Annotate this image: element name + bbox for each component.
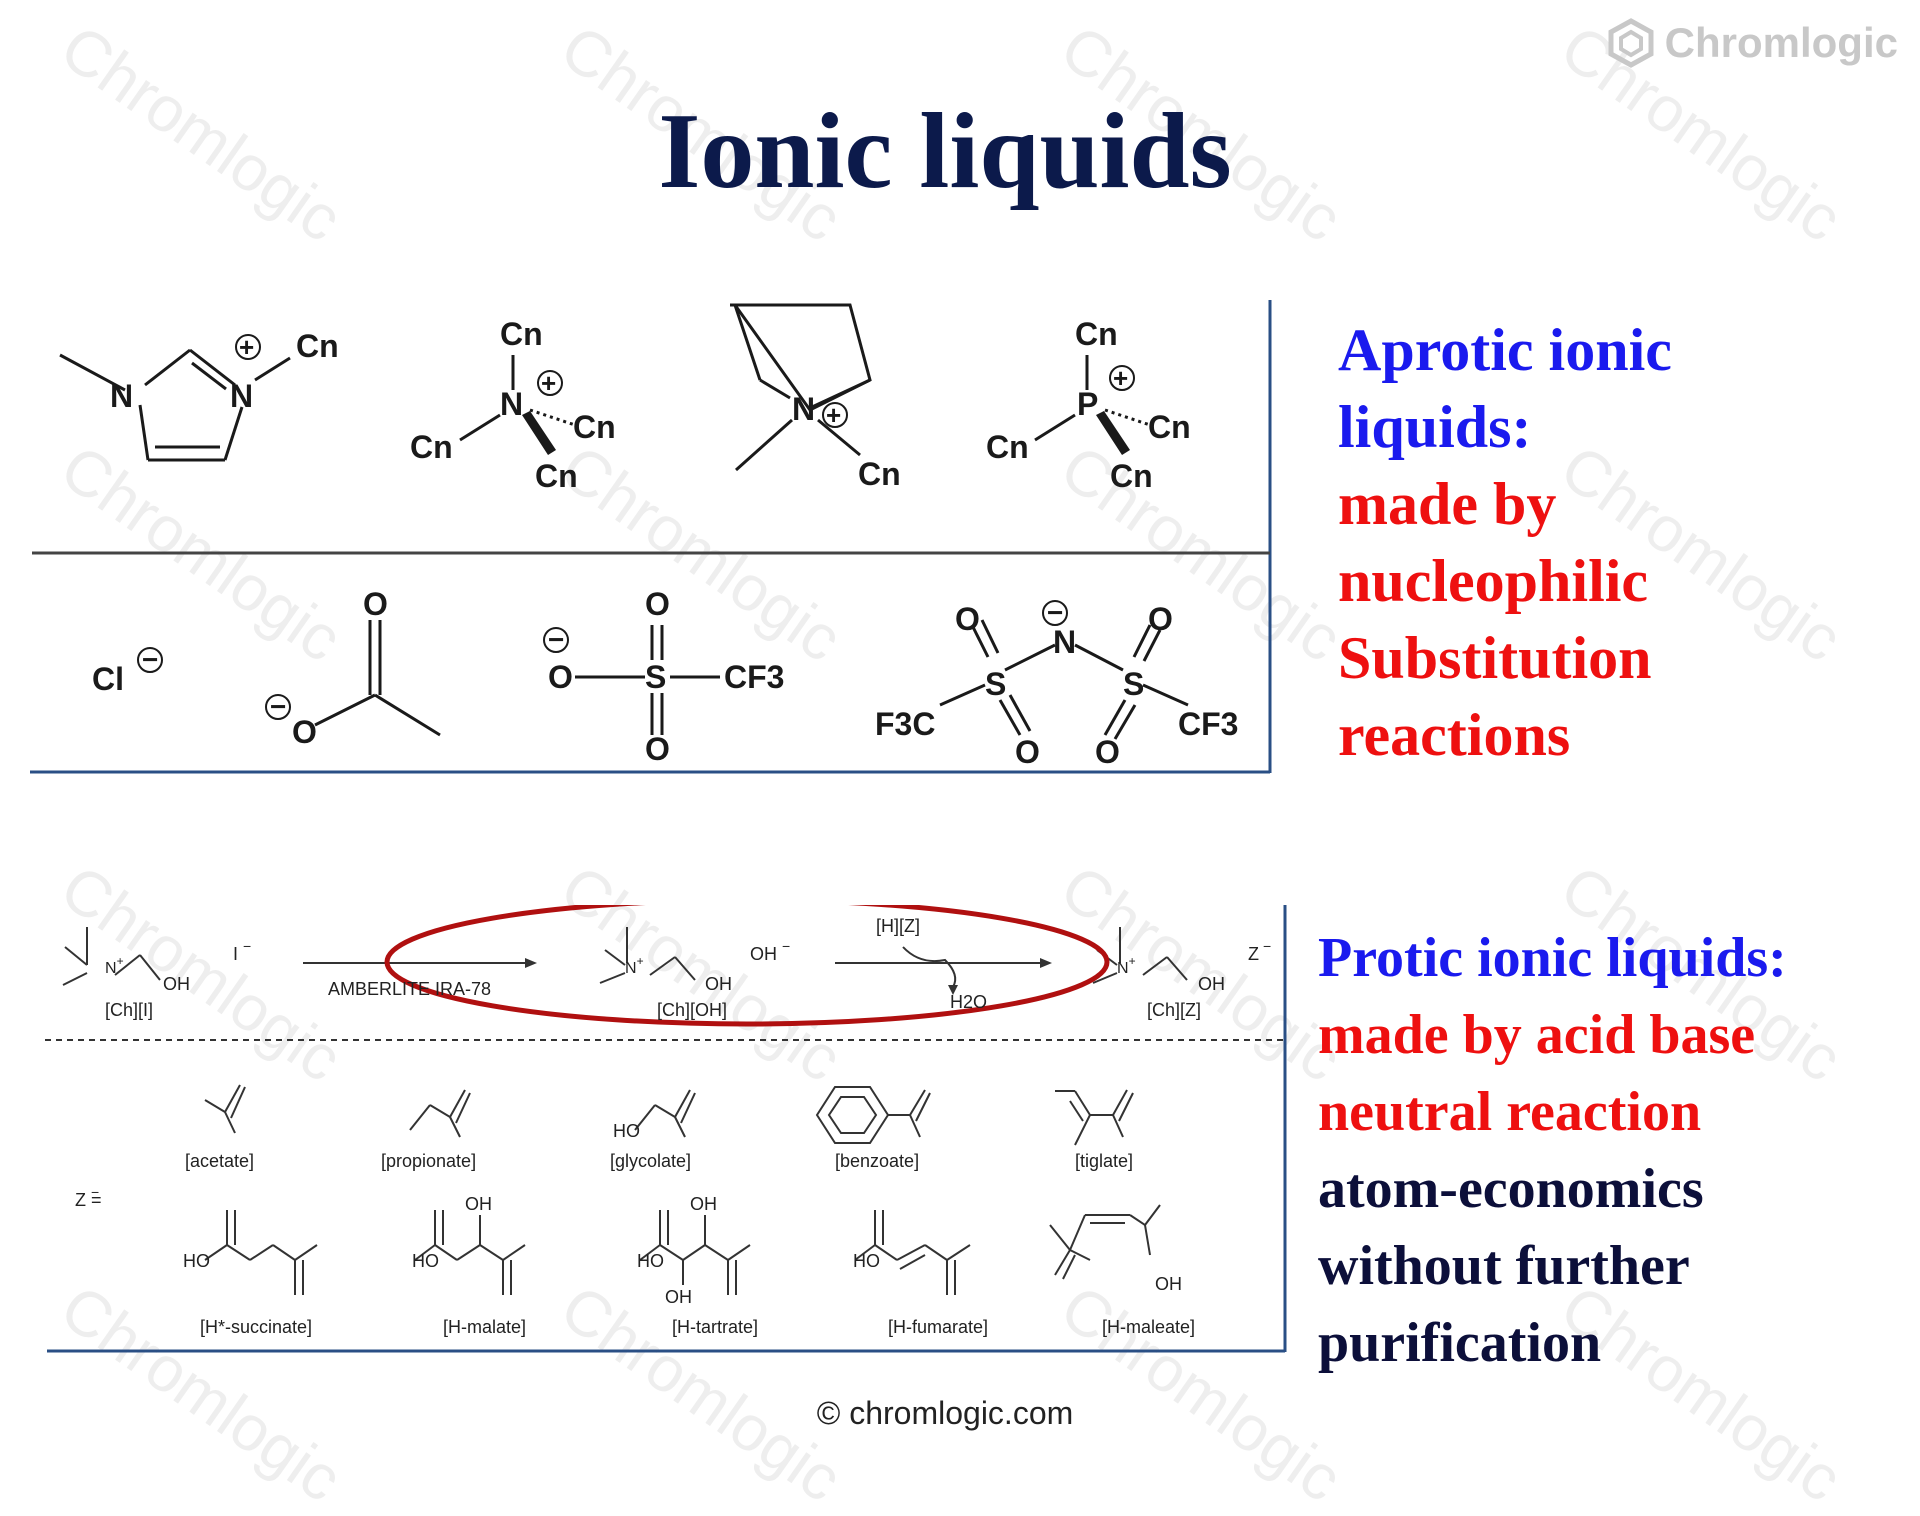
svg-text:−: − (270, 691, 286, 722)
atom-label: N (500, 386, 523, 422)
svg-text:−: − (243, 938, 251, 954)
chem-label: I (233, 944, 238, 964)
chem-label: OH (705, 974, 732, 994)
atom-label: P (1077, 386, 1098, 422)
hexagon-logo-icon (1608, 18, 1654, 68)
atom-label: O (1095, 734, 1120, 770)
aprotic-desc-line: made by (1338, 471, 1557, 537)
aprotic-desc-line: nucleophilic (1338, 548, 1649, 614)
atom-label: Cn (1075, 316, 1118, 352)
anion-label: [H-tartrate] (672, 1317, 758, 1337)
chem-label: HO (637, 1251, 664, 1271)
svg-text:−: − (1263, 938, 1271, 954)
anion-label: [benzoate] (835, 1151, 919, 1171)
z-equals-label: Z = (75, 1190, 102, 1210)
anion-label: [H-maleate] (1102, 1317, 1195, 1337)
water-label: H2O (950, 992, 987, 1012)
atom-label: N (110, 378, 133, 414)
protic-desc-line: without further (1318, 1235, 1690, 1297)
chem-label: HO (853, 1251, 880, 1271)
protic-scheme-panel: N+ OH I − [Ch][I] AMBERLITE IRA-78 N+ OH… (45, 905, 1287, 1353)
atom-label: N (792, 391, 815, 427)
protic-desc-line: purification (1318, 1312, 1602, 1374)
svg-text:−: − (782, 938, 790, 954)
chem-label: HO (183, 1251, 210, 1271)
atom-label: S (645, 659, 666, 695)
acid-label: [H][Z] (876, 916, 920, 936)
svg-text:+: + (826, 400, 841, 430)
aprotic-desc-line: Substitution (1338, 625, 1652, 691)
atom-label: Cn (1148, 409, 1191, 445)
atom-label: S (985, 666, 1006, 702)
protic-description: Protic ionic liquids: made by acid base … (1318, 920, 1787, 1382)
svg-text:+: + (541, 368, 556, 398)
svg-text:−: − (1047, 597, 1063, 628)
svg-text:N+: N+ (105, 954, 124, 977)
aprotic-heading-line: liquids: (1338, 394, 1532, 460)
atom-label: Cl (92, 661, 124, 697)
chem-label: OH (1155, 1274, 1182, 1294)
aprotic-heading-line: Aprotic ionic (1338, 317, 1672, 383)
atom-label: Cn (500, 316, 543, 352)
chem-label: OH (750, 944, 777, 964)
atom-label: O (645, 731, 670, 767)
aprotic-desc-line: reactions (1338, 702, 1571, 768)
atom-label: CF3 (724, 659, 784, 695)
cation-label: [Ch][OH] (657, 1000, 727, 1020)
cation-label: [Ch][Z] (1147, 1000, 1201, 1020)
chem-label: OH (163, 974, 190, 994)
atom-label: O (955, 601, 980, 637)
protic-desc-line: atom-economics (1318, 1158, 1704, 1220)
svg-text:+: + (239, 332, 254, 362)
atom-label: N (230, 378, 253, 414)
svg-text:+: + (1113, 363, 1128, 393)
chem-label: OH (1198, 974, 1225, 994)
anion-label: [H*-succinate] (200, 1317, 312, 1337)
atom-label: O (645, 586, 670, 622)
chem-label: HO (412, 1251, 439, 1271)
anion-label: [tiglate] (1075, 1151, 1133, 1171)
anion-label: [propionate] (381, 1151, 476, 1171)
chem-label: OH (465, 1194, 492, 1214)
atom-label: F3C (875, 706, 935, 742)
atom-label: Cn (1110, 458, 1153, 494)
atom-label: Cn (986, 429, 1029, 465)
chem-label: HO (613, 1121, 640, 1141)
atom-label: N (1053, 624, 1076, 660)
atom-label: S (1123, 666, 1144, 702)
chem-label: Z (1248, 944, 1259, 964)
chem-label: OH (665, 1287, 692, 1307)
protic-desc-line: made by acid base (1318, 1004, 1756, 1066)
copyright-footer: © chromlogic.com (816, 1395, 1074, 1431)
anion-label: [H-malate] (443, 1317, 526, 1337)
aprotic-structures-panel: N N Cn + Cn N Cn Cn Cn + N Cn + Cn P Cn … (30, 300, 1272, 774)
page-title: Ionic liquids (658, 92, 1232, 211)
protic-desc-line: neutral reaction (1318, 1081, 1702, 1143)
aprotic-description: Aprotic ionic liquids: made by nucleophi… (1338, 312, 1672, 774)
atom-label: Cn (858, 456, 901, 492)
atom-label: O (363, 586, 388, 622)
atom-label: O (292, 714, 317, 750)
anion-label: [acetate] (185, 1151, 254, 1171)
atom-label: Cn (410, 429, 453, 465)
atom-label: O (1015, 734, 1040, 770)
svg-text:−: − (91, 1184, 99, 1200)
svg-text:−: − (142, 644, 158, 675)
brand-logo: Chromlogic (1607, 18, 1898, 68)
atom-label: O (1148, 601, 1173, 637)
atom-label: Cn (535, 458, 578, 494)
atom-label: O (548, 659, 573, 695)
svg-text:−: − (548, 624, 564, 655)
protic-heading-line: Protic ionic liquids: (1318, 927, 1787, 989)
chem-label: OH (690, 1194, 717, 1214)
atom-label: Cn (573, 409, 616, 445)
logo-text: Chromlogic (1664, 19, 1898, 66)
anion-label: [glycolate] (610, 1151, 691, 1171)
reagent-label: AMBERLITE IRA-78 (328, 979, 491, 999)
anion-label: [H-fumarate] (888, 1317, 988, 1337)
atom-label: Cn (296, 328, 339, 364)
cation-label: [Ch][I] (105, 1000, 153, 1020)
atom-label: CF3 (1178, 706, 1238, 742)
